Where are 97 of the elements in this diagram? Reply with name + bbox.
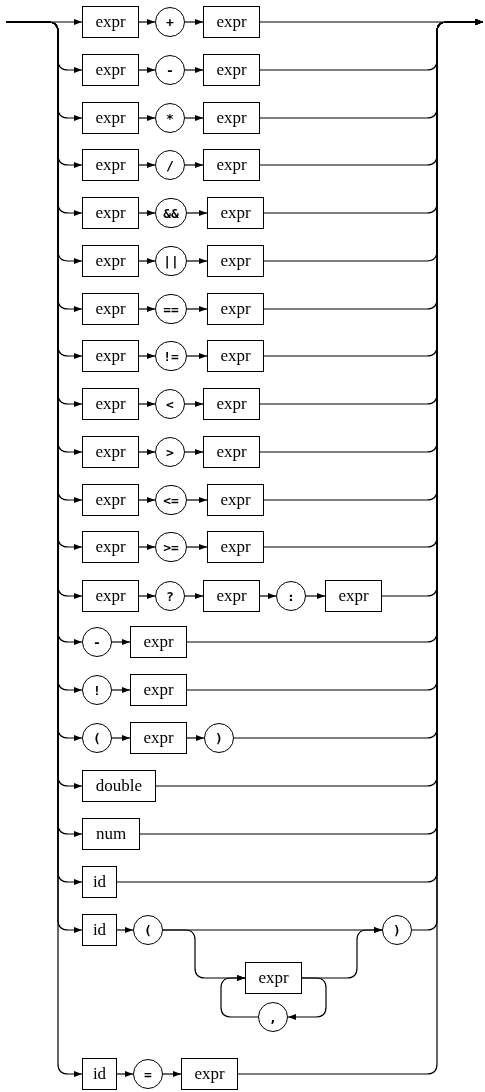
arrow bbox=[138, 449, 156, 455]
arrow bbox=[184, 449, 204, 455]
terminal-symbol: + bbox=[155, 7, 185, 37]
nonterminal-box: expr bbox=[82, 293, 139, 325]
terminal-symbol: ? bbox=[155, 581, 185, 611]
nonterminal-box: id bbox=[82, 866, 117, 898]
arrow bbox=[138, 115, 156, 121]
terminal-symbol: , bbox=[258, 1002, 288, 1032]
arrow bbox=[287, 977, 327, 1020]
terminal-symbol: = bbox=[133, 1059, 163, 1089]
terminal-symbol: ( bbox=[133, 915, 163, 945]
arrow bbox=[162, 1071, 182, 1077]
terminal-symbol: : bbox=[276, 581, 306, 611]
arrow bbox=[116, 927, 134, 933]
nonterminal-box: expr bbox=[82, 245, 139, 277]
nonterminal-box: expr bbox=[207, 293, 264, 325]
terminal-symbol: && bbox=[155, 198, 187, 228]
nonterminal-box: double bbox=[82, 770, 156, 802]
nonterminal-box: expr bbox=[325, 580, 382, 612]
arrow bbox=[138, 593, 156, 599]
arrow bbox=[186, 306, 208, 312]
nonterminal-box: expr bbox=[82, 340, 139, 372]
terminal-symbol: ) bbox=[204, 723, 234, 753]
arrow bbox=[184, 162, 204, 168]
nonterminal-box: expr bbox=[207, 245, 264, 277]
terminal-symbol: == bbox=[155, 294, 187, 324]
arrow bbox=[138, 353, 156, 359]
nonterminal-box: expr bbox=[203, 149, 260, 181]
arrow bbox=[184, 67, 204, 73]
arrow bbox=[138, 306, 156, 312]
nonterminal-box: expr bbox=[82, 436, 139, 468]
terminal-symbol: ) bbox=[382, 915, 412, 945]
nonterminal-box: expr bbox=[130, 722, 187, 754]
arrow bbox=[305, 593, 326, 599]
nonterminal-box: expr bbox=[181, 1058, 238, 1090]
arrow bbox=[138, 401, 156, 407]
nonterminal-box: expr bbox=[82, 484, 139, 516]
arrow bbox=[184, 593, 204, 599]
nonterminal-box: expr bbox=[203, 580, 260, 612]
arrow bbox=[184, 401, 204, 407]
nonterminal-box: id bbox=[82, 1058, 117, 1090]
terminal-symbol: < bbox=[155, 389, 185, 419]
nonterminal-box: expr bbox=[130, 626, 187, 658]
nonterminal-box: expr bbox=[82, 149, 139, 181]
terminal-symbol: - bbox=[82, 627, 112, 657]
arrow bbox=[138, 258, 156, 264]
arrow bbox=[186, 497, 208, 503]
arrow bbox=[138, 162, 156, 168]
arrow bbox=[186, 544, 208, 550]
terminal-symbol: >= bbox=[155, 532, 187, 562]
arrow bbox=[111, 687, 131, 693]
nonterminal-box: expr bbox=[207, 340, 264, 372]
arrow bbox=[138, 544, 156, 550]
nonterminal-box: expr bbox=[82, 6, 139, 38]
terminal-symbol: != bbox=[155, 341, 187, 371]
arrow bbox=[220, 975, 259, 1018]
arrow bbox=[111, 639, 131, 645]
arrow bbox=[186, 258, 208, 264]
terminal-symbol: <= bbox=[155, 485, 187, 515]
nonterminal-box: expr bbox=[82, 102, 139, 134]
nonterminal-box: expr bbox=[203, 102, 260, 134]
arrow bbox=[138, 67, 156, 73]
nonterminal-box: expr bbox=[82, 388, 139, 420]
nonterminal-box: expr bbox=[82, 531, 139, 563]
nonterminal-box: expr bbox=[207, 484, 264, 516]
terminal-symbol: || bbox=[155, 246, 187, 276]
nonterminal-box: expr bbox=[82, 54, 139, 86]
nonterminal-box: id bbox=[82, 914, 117, 946]
terminal-symbol: ( bbox=[82, 723, 112, 753]
arrow bbox=[116, 1071, 134, 1077]
arrow bbox=[186, 735, 205, 741]
nonterminal-box: expr bbox=[82, 580, 139, 612]
terminal-symbol: / bbox=[155, 150, 185, 180]
nonterminal-box: expr bbox=[207, 531, 264, 563]
nonterminal-box: expr bbox=[130, 674, 187, 706]
arrow bbox=[186, 353, 208, 359]
arrow bbox=[184, 19, 204, 25]
arrow bbox=[138, 497, 156, 503]
arrow bbox=[184, 115, 204, 121]
nonterminal-box: expr bbox=[82, 197, 139, 229]
nonterminal-box: expr bbox=[245, 962, 302, 994]
arrow bbox=[138, 19, 156, 25]
terminal-symbol: ! bbox=[82, 675, 112, 705]
nonterminal-box: expr bbox=[203, 388, 260, 420]
nonterminal-box: expr bbox=[203, 54, 260, 86]
nonterminal-box: expr bbox=[203, 436, 260, 468]
arrow bbox=[111, 735, 131, 741]
terminal-symbol: > bbox=[155, 437, 185, 467]
nonterminal-box: expr bbox=[207, 197, 264, 229]
arrow bbox=[138, 210, 156, 216]
arrow bbox=[259, 593, 277, 599]
arrow bbox=[186, 210, 208, 216]
nonterminal-box: num bbox=[82, 818, 140, 850]
arrow bbox=[237, 19, 484, 1075]
terminal-symbol: - bbox=[155, 55, 185, 85]
terminal-symbol: * bbox=[155, 103, 185, 133]
nonterminal-box: expr bbox=[203, 6, 260, 38]
